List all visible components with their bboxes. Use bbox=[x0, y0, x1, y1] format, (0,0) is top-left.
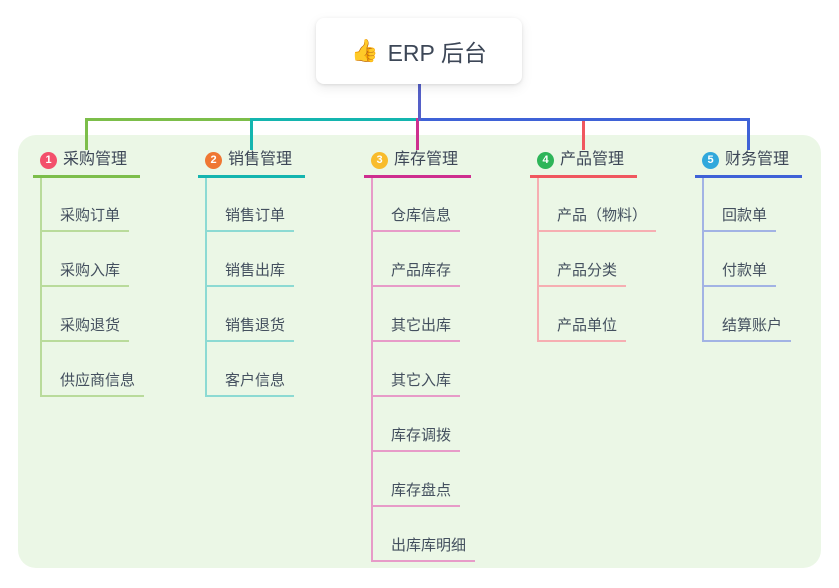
child-node[interactable]: 库存盘点 bbox=[371, 473, 461, 507]
branch-trunk-line bbox=[205, 178, 207, 397]
branch-trunk-line bbox=[702, 178, 704, 342]
branch-node-label: 产品管理 bbox=[560, 151, 625, 168]
branch-node-label: 财务管理 bbox=[725, 151, 790, 168]
child-node[interactable]: 销售订单 bbox=[205, 198, 295, 232]
child-node[interactable]: 供应商信息 bbox=[40, 363, 145, 397]
branch-number-badge: 2 bbox=[205, 151, 222, 169]
child-node[interactable]: 产品分类 bbox=[537, 253, 627, 287]
connector-drop-line bbox=[582, 118, 585, 150]
thumbs-up-icon: 👍 bbox=[351, 38, 379, 63]
branch-trunk-line bbox=[40, 178, 42, 397]
branch-trunk-line bbox=[371, 178, 373, 562]
child-node[interactable]: 仓库信息 bbox=[371, 198, 461, 232]
child-node[interactable]: 销售出库 bbox=[205, 253, 295, 287]
child-node[interactable]: 销售退货 bbox=[205, 308, 295, 342]
branch-number-badge: 4 bbox=[537, 151, 554, 169]
child-node[interactable]: 其它入库 bbox=[371, 363, 461, 397]
branch-node-label: 销售管理 bbox=[228, 151, 293, 168]
branch-node-3[interactable]: 3 库存管理 bbox=[364, 148, 472, 178]
connector-drop-line bbox=[747, 118, 750, 150]
connector-elbow-line bbox=[417, 118, 750, 121]
child-node[interactable]: 产品单位 bbox=[537, 308, 627, 342]
branches-background-panel bbox=[18, 135, 821, 568]
child-node[interactable]: 采购入库 bbox=[40, 253, 130, 287]
connector-drop-line bbox=[250, 118, 253, 150]
branch-node-label: 采购管理 bbox=[63, 151, 128, 168]
connector-drop-line bbox=[85, 118, 88, 150]
branch-node-4[interactable]: 4 产品管理 bbox=[530, 148, 638, 178]
child-node[interactable]: 采购订单 bbox=[40, 198, 130, 232]
branch-number-badge: 5 bbox=[702, 151, 719, 169]
child-node[interactable]: 付款单 bbox=[702, 253, 777, 287]
child-node[interactable]: 库存调拨 bbox=[371, 418, 461, 452]
root-node-label: ERP 后台 bbox=[387, 40, 487, 66]
branch-node-2[interactable]: 2 销售管理 bbox=[198, 148, 306, 178]
child-node[interactable]: 回款单 bbox=[702, 198, 777, 232]
child-node[interactable]: 产品库存 bbox=[371, 253, 461, 287]
child-node[interactable]: 采购退货 bbox=[40, 308, 130, 342]
branch-number-badge: 1 bbox=[40, 151, 57, 169]
branch-number-badge: 3 bbox=[371, 151, 388, 169]
child-node[interactable]: 其它出库 bbox=[371, 308, 461, 342]
child-node[interactable]: 出库库明细 bbox=[371, 528, 476, 562]
root-node[interactable]: 👍 ERP 后台 bbox=[316, 18, 522, 84]
branch-trunk-line bbox=[537, 178, 539, 342]
branch-node-1[interactable]: 1 采购管理 bbox=[33, 148, 141, 178]
connector-elbow-line bbox=[250, 118, 421, 121]
connector-drop-line bbox=[416, 118, 419, 150]
root-stem-line bbox=[417, 84, 421, 121]
child-node[interactable]: 客户信息 bbox=[205, 363, 295, 397]
child-node[interactable]: 结算账户 bbox=[702, 308, 792, 342]
child-node[interactable]: 产品（物料） bbox=[537, 198, 657, 232]
branch-node-label: 库存管理 bbox=[394, 151, 459, 168]
branch-node-5[interactable]: 5 财务管理 bbox=[695, 148, 803, 178]
